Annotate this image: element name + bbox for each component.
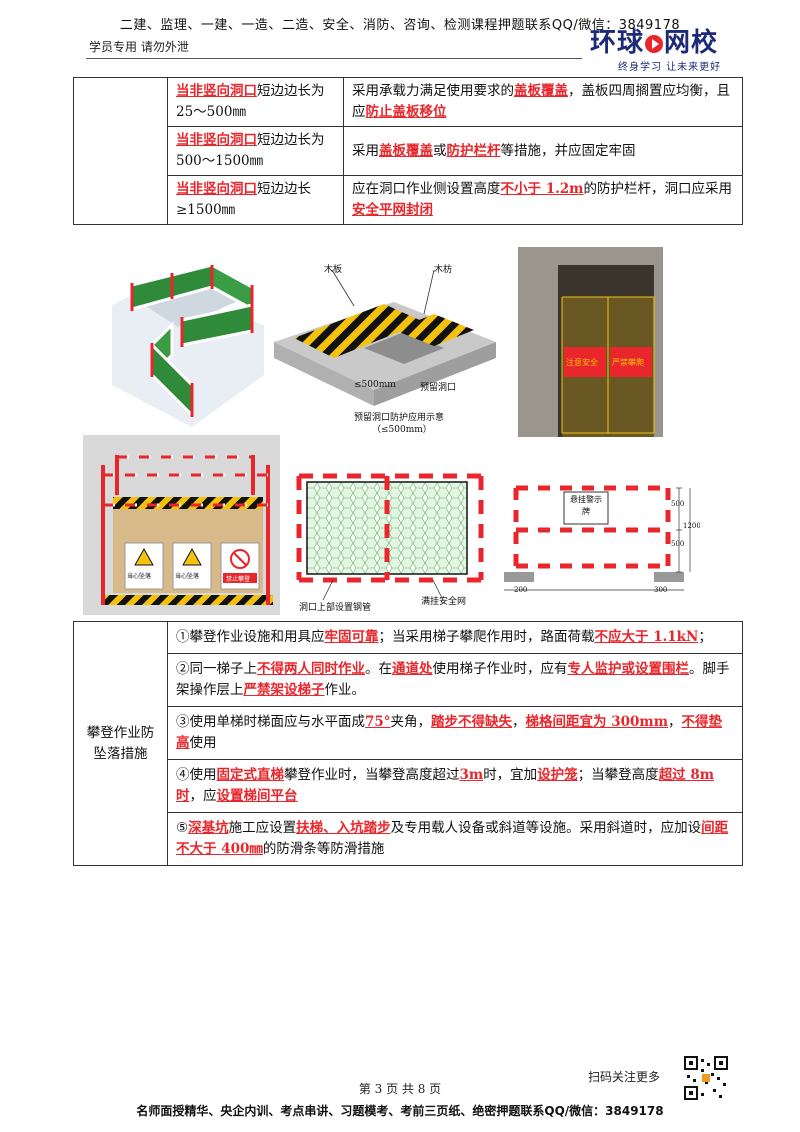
table-row: ⑤深基坑施工应设置扶梯、入坑踏步及专用载人设备或斜道等设施。采用斜道时，应加设间… [74,812,743,866]
play-icon [645,34,664,53]
blank-category-cell [73,77,168,225]
measure-item: ④使用固定式直梯攀登作业时，当攀登高度超过3m时，宜加设护笼；当攀登高度超过 8… [167,759,743,813]
table-row: 当非竖向洞口短边边长≥1500㎜ 应在洞口作业侧设置高度不小于 1.2m的防护栏… [74,175,743,225]
category-title: 攀登作业防坠落措施 [86,724,155,762]
net-label-full: 满挂安全网 [421,597,467,607]
opening-protection-table: 当非竖向洞口短边边长为 25～500㎜ 采用承载力满足使用要求的盖板覆盖，盖板四… [73,77,743,225]
diagram-caption: 预留洞口防护应用示意 [354,413,445,423]
cover-board-diagram: 木板 木枋 ≤500mm 预留洞口 预留洞口防护应用示意 （≤500mm） [274,262,496,434]
header-student-note: 学员专用 请勿外泄 [89,40,189,54]
brand-logo: 环球网校 终身学习 让未来更好 [590,28,740,80]
measure-item: ②同一梯子上不得两人同时作业。在通道处使用梯子作业时，应有专人监护或设置围栏。脚… [167,653,743,707]
measure-cell: 应在洞口作业侧设置高度不小于 1.2m的防护栏杆，洞口应采用安全平网封闭 [343,175,743,225]
page-number: 第 3 页 共 8 页 [358,1082,442,1096]
dim-200-left: 200 [514,586,528,594]
dim-500-top: 500 [671,500,685,508]
gate-sign-safety: 注意安全 [566,358,598,367]
category-title-cell: 攀登作业防坠落措施 [73,621,168,866]
warning-sign-note: 悬挂警示牌 [570,495,602,516]
condition-cell: 当非竖向洞口短边边长≥1500㎜ [167,175,344,225]
logo-text-b: 网校 [664,28,719,58]
condition-cell: 当非竖向洞口短边边长为 25～500㎜ [167,77,344,127]
condition-cell: 当非竖向洞口短边边长为 500～1500㎜ [167,126,344,176]
measure-item: ③使用单梯时梯面应与水平面成75°夹角，踏步不得缺失，梯格间距宜为 300mm，… [167,706,743,760]
table-row: 当非竖向洞口短边边长为 500～1500㎜ 采用盖板覆盖或防护栏杆等措施，并应固… [74,126,743,176]
climbing-protection-table: 攀登作业防坠落措施 ①攀登作业设施和用具应牢固可靠；当采用梯子攀爬作用时，路面荷… [73,621,743,866]
diagram-caption-sub: （≤500mm） [372,425,432,434]
sign-label-b: 当心坠落 [175,573,200,580]
measure-item: ①攀登作业设施和用具应牢固可靠；当采用梯子攀爬作用时，路面荷载不应大于 1.1k… [167,621,743,654]
measure-cell: 采用盖板覆盖或防护栏杆等措施，并应固定牢固 [343,126,743,176]
label-board: 木板 [324,265,343,275]
railing-cover-illustration: 当心坠落 当心坠落 禁止攀登 [83,435,280,615]
table-row: ②同一梯子上不得两人同时作业。在通道处使用梯子作业时，应有专人监护或设置围栏。脚… [74,653,743,707]
fence-illustration [112,265,264,427]
scan-prompt: 扫码关注更多 [588,1070,661,1084]
table-row: 当非竖向洞口短边边长为 25～500㎜ 采用承载力满足使用要求的盖板覆盖，盖板四… [73,77,743,225]
dim-500-bottom: 500 [671,540,685,548]
dim-300-right: 300 [654,586,668,594]
header-divider [86,58,582,59]
safety-net-diagram: 洞口上部设置钢管 满挂安全网 [293,468,489,616]
net-label-pipe: 洞口上部设置钢管 [299,603,372,613]
logo-text-a: 环球 [590,28,645,58]
header-contact-line: 二建、监理、一建、一造、二造、安全、消防、咨询、检测课程押题联系QQ/微信：38… [119,18,681,33]
railing-elevation-diagram: 悬挂警示牌 500 500 1200 200 300 [504,478,700,600]
table-row: 攀登作业防坠落措施 ①攀登作业设施和用具应牢固可靠；当采用梯子攀爬作用时，路面荷… [73,621,743,866]
gate-sign-climb: 严禁攀爬 [612,358,644,367]
label-dimension: ≤500mm [354,380,396,390]
sign-label-c: 禁止攀登 [226,576,251,583]
label-hole: 预留洞口 [420,383,457,393]
measure-item: ⑤深基坑施工应设置扶梯、入坑踏步及专用载人设备或斜道等设施。采用斜道时，应加设间… [167,812,743,866]
logo-slogan: 终身学习 让未来更好 [618,62,722,73]
sign-label-a: 当心坠落 [127,573,152,580]
table-row: ④使用固定式直梯攀登作业时，当攀登高度超过3m时，宜加设护笼；当攀登高度超过 8… [74,759,743,813]
label-batten: 木枋 [434,265,453,275]
table-row: ③使用单梯时梯面应与水平面成75°夹角，踏步不得缺失，梯格间距宜为 300mm，… [74,706,743,760]
footer-contact-line: 名师面授精华、央企内训、考点串讲、习题模考、考前三页纸、绝密押题联系QQ/微信：… [136,1104,664,1118]
qr-code-icon[interactable] [683,1055,729,1101]
measure-cell: 采用承载力满足使用要求的盖板覆盖，盖板四周搁置应均衡，且应防止盖板移位 [343,77,743,127]
dim-1200: 1200 [683,522,700,530]
elevator-gate-photo: 注意安全 严禁攀爬 [518,247,663,437]
